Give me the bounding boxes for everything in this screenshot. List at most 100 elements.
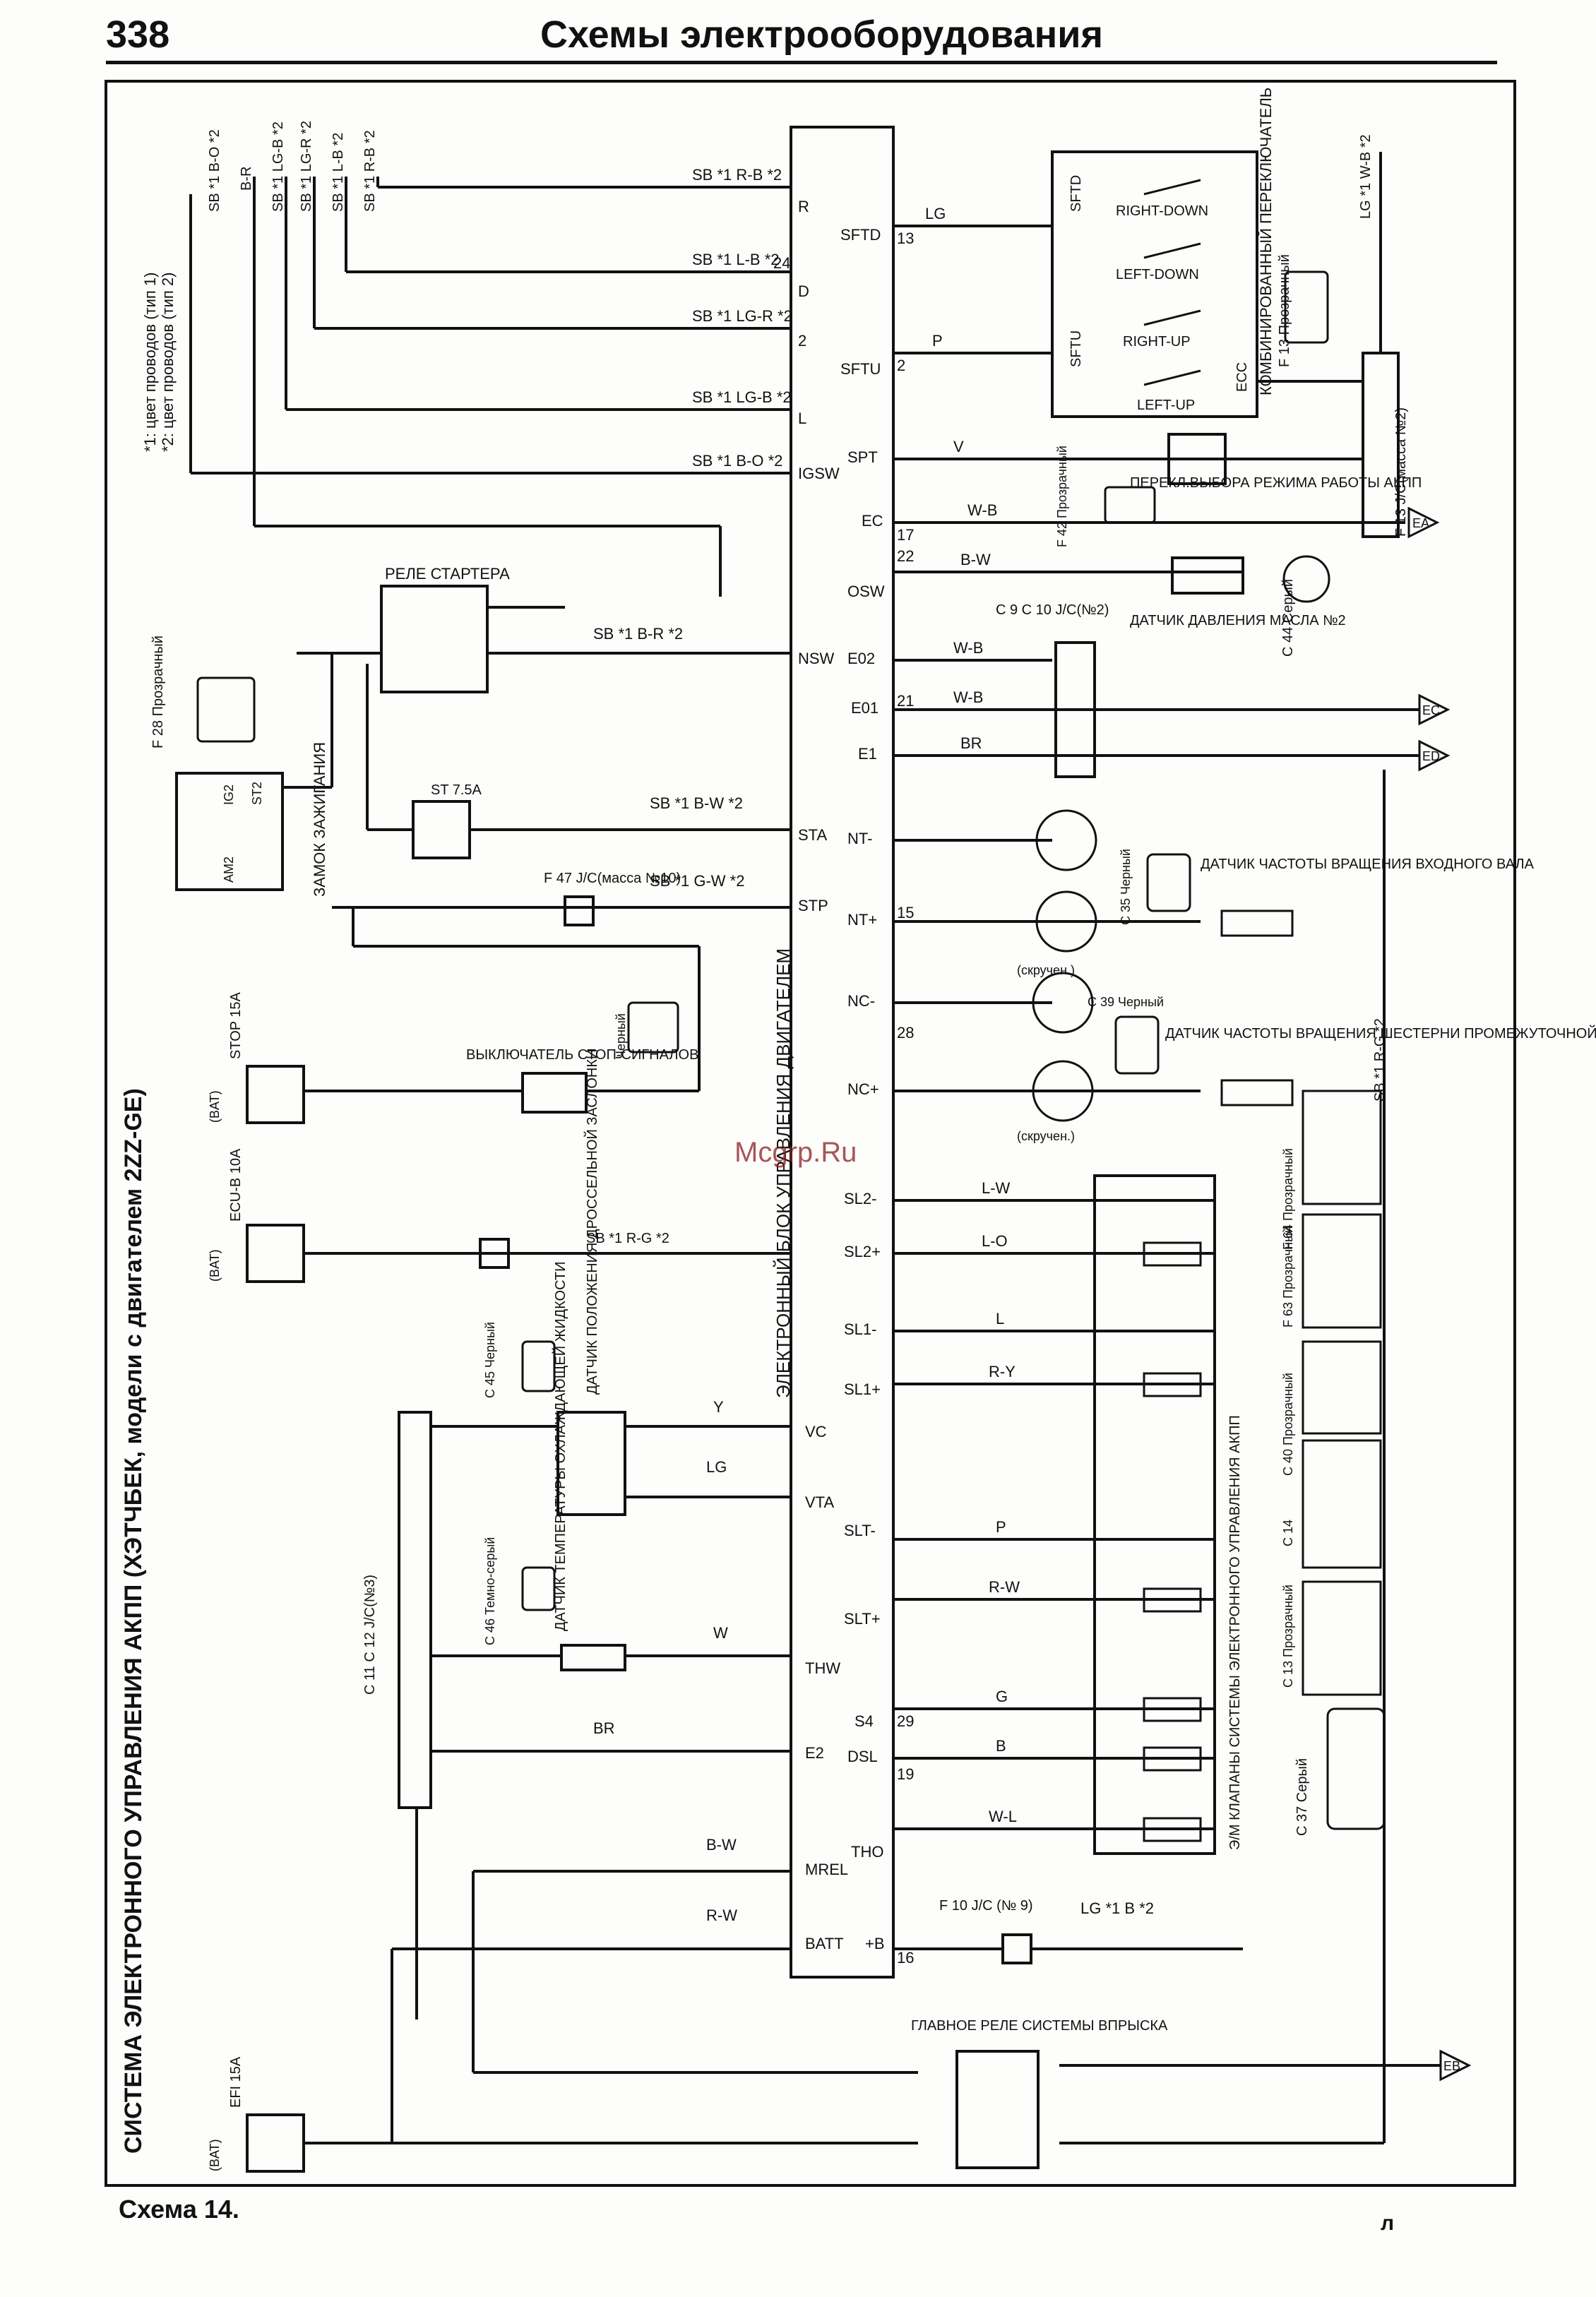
pin-name-e2: E2 (805, 1744, 824, 1762)
pin-name-vc: VC (805, 1423, 827, 1440)
jc2-block (1054, 641, 1096, 778)
rpin-b-plus: +B (865, 1935, 885, 1952)
ecu-conn-f63-label: F 63 Прозрачный (1281, 1226, 1295, 1328)
pin-wire-sta: SB *1 B-W *2 (650, 794, 743, 812)
left-code-3: SB *1 LG-B *2 (270, 121, 286, 212)
combo-conn-icon (1284, 270, 1329, 344)
jc-f47-label: F 47 J/C(масса №10) (544, 871, 681, 886)
combo-pos-4: LEFT-UP (1137, 398, 1195, 413)
rpin-e01-num: 21 (897, 692, 914, 710)
pin-name-igsw: IGSW (798, 465, 840, 482)
mode-conn-label: F 42 Прозрачный (1055, 446, 1069, 547)
jc2-label: C 9 C 10 J/C(№2) (996, 602, 1109, 618)
jc3-bar (398, 1411, 432, 1809)
combo-switch-box (1051, 150, 1258, 418)
throttle-conn-label: C 45 Черный (483, 1322, 497, 1398)
solenoid-conn-label: C 37 Серый (1294, 1758, 1310, 1836)
rpin-e01: E01 (851, 699, 879, 717)
ecu-block (790, 126, 895, 1979)
rpin-sftd: SFTD (840, 226, 881, 244)
page-title: Схемы электрооборудования (540, 13, 1104, 56)
rpin-ec-wire: W-B (967, 501, 997, 519)
ground-ed-label: ED (1422, 749, 1440, 763)
pin-name-d: D (798, 282, 809, 300)
f47-wire-label: SB *1 R-G *2 (586, 1231, 669, 1246)
rpin-e01-wire: W-B (953, 688, 983, 706)
pin-name-nsw: NSW (798, 650, 835, 667)
s4-coil (1143, 1697, 1202, 1722)
ground-ec (1418, 693, 1451, 726)
main-relay-box (955, 2050, 1040, 2169)
ecu-conn-c40 (1302, 1340, 1382, 1435)
rpin-b-plus-wire: LG *1 B *2 (1080, 1899, 1154, 1917)
combo-switch-label: КОМБИНИРОВАННЫЙ ПЕРЕКЛЮЧАТЕЛЬ (1257, 88, 1275, 395)
ig-pin-ig2: IG2 (222, 784, 236, 805)
ecu-label: ЭЛЕКТРОННЫЙ БЛОК УПРАВЛЕНИЯ ДВИГАТЕЛЕМ (773, 948, 794, 1398)
pin-name-mrel: MREL (805, 1861, 848, 1878)
rpin-slt-plus-wire: R-W (989, 1578, 1020, 1596)
stop-switch-box (521, 1072, 588, 1114)
pin-name-l: L (798, 410, 806, 427)
pin-name-thw: THW (805, 1659, 840, 1677)
ecu-conn-f63 (1302, 1213, 1382, 1329)
figure-caption: Схема 14. (119, 2195, 239, 2224)
combo-pin-sftd: SFTD (1068, 175, 1084, 212)
left-code-4: SB *1 LG-R *2 (299, 121, 314, 212)
rpin-nt-minus: NT- (847, 830, 872, 847)
rpin-osw-wire: B-W (960, 551, 991, 568)
header-rule (106, 61, 1497, 64)
rpin-nt-plus-num: 15 (897, 904, 914, 921)
ground-ea-label: EA (1412, 516, 1429, 530)
left-code-1: SB *1 B-O *2 (207, 129, 222, 212)
ignition-conn-icon (196, 676, 256, 743)
side-title: СИСТЕМА ЭЛЕКТРОННОГО УПРАВЛЕНИЯ АКПП (ХЭ… (120, 1088, 147, 2154)
rpin-sl2-plus-wire: L-O (982, 1232, 1008, 1250)
ecub-bat-label: (BAT) (208, 1249, 222, 1282)
rpin-nc-plus: NC+ (847, 1080, 879, 1098)
slt-coil (1143, 1587, 1202, 1613)
rpin-e1-wire: BR (960, 734, 982, 752)
ground-ed (1418, 739, 1451, 772)
starter-relay-box (380, 585, 489, 693)
counter-conn-label: C 39 Черный (1088, 995, 1164, 1009)
pin-name-batt: BATT (805, 1935, 844, 1952)
rpin-e1: E1 (858, 745, 877, 763)
pin-name-vta: VTA (805, 1493, 834, 1511)
ecu-conn-f64 (1302, 1090, 1382, 1205)
jc-f10-box (1001, 1933, 1032, 1964)
ground-ea (1407, 506, 1440, 539)
left-code-6: SB *1 R-B *2 (362, 130, 378, 212)
ig-pin-am2: AM2 (222, 857, 236, 883)
rpin-spt: SPT (847, 448, 878, 466)
efi-fuse-label: EFI 15A (228, 2056, 244, 2108)
twist-loop-3 (1032, 972, 1094, 1034)
rpin-dsl-num: 19 (897, 1765, 914, 1783)
rpin-tho: THO (851, 1843, 883, 1861)
input-conn-label: C 35 Черный (1119, 849, 1133, 925)
combo-pos-3: RIGHT-UP (1123, 334, 1191, 350)
jc3-label: C 11 C 12 J/C(№3) (362, 1575, 378, 1695)
pin-name-sta: STA (798, 826, 827, 844)
pin-name-2: 2 (798, 332, 806, 350)
dsl-coil (1143, 1746, 1202, 1772)
rpin-sl1-plus: SL1+ (844, 1380, 881, 1398)
ecub-fuse-box (246, 1224, 305, 1283)
pin-wire-stp: SB *1 G-W *2 (650, 872, 744, 890)
stop-conn-icon (627, 1001, 679, 1054)
left-code-2: B-R (239, 167, 254, 191)
jc-f13-label: F 13 J/C(масса №2) (1393, 407, 1409, 537)
combo-pos-1: RIGHT-DOWN (1116, 203, 1208, 219)
sl2-coil (1143, 1241, 1202, 1267)
jc-f13-wire: LG *1 W-B *2 (1358, 134, 1374, 219)
ignition-switch-box (175, 772, 284, 891)
rpin-osw: OSW (847, 583, 885, 600)
rpin-sftd-num: 13 (897, 229, 914, 247)
ground-eb-label: EB (1443, 2059, 1460, 2073)
counter-sensor-label: ДАТЧИК ЧАСТОТЫ ВРАЩЕНИЯ ШЕСТЕРНИ ПРОМЕЖУ… (1165, 1025, 1596, 1042)
pin-wire-e2: BR (593, 1719, 615, 1737)
pin-wire-l: SB *1 LG-B *2 (692, 388, 792, 406)
efi-bat-label: (BAT) (208, 2139, 222, 2171)
diagram-frame (105, 80, 1516, 2187)
input-sensor-icon (1146, 853, 1191, 912)
